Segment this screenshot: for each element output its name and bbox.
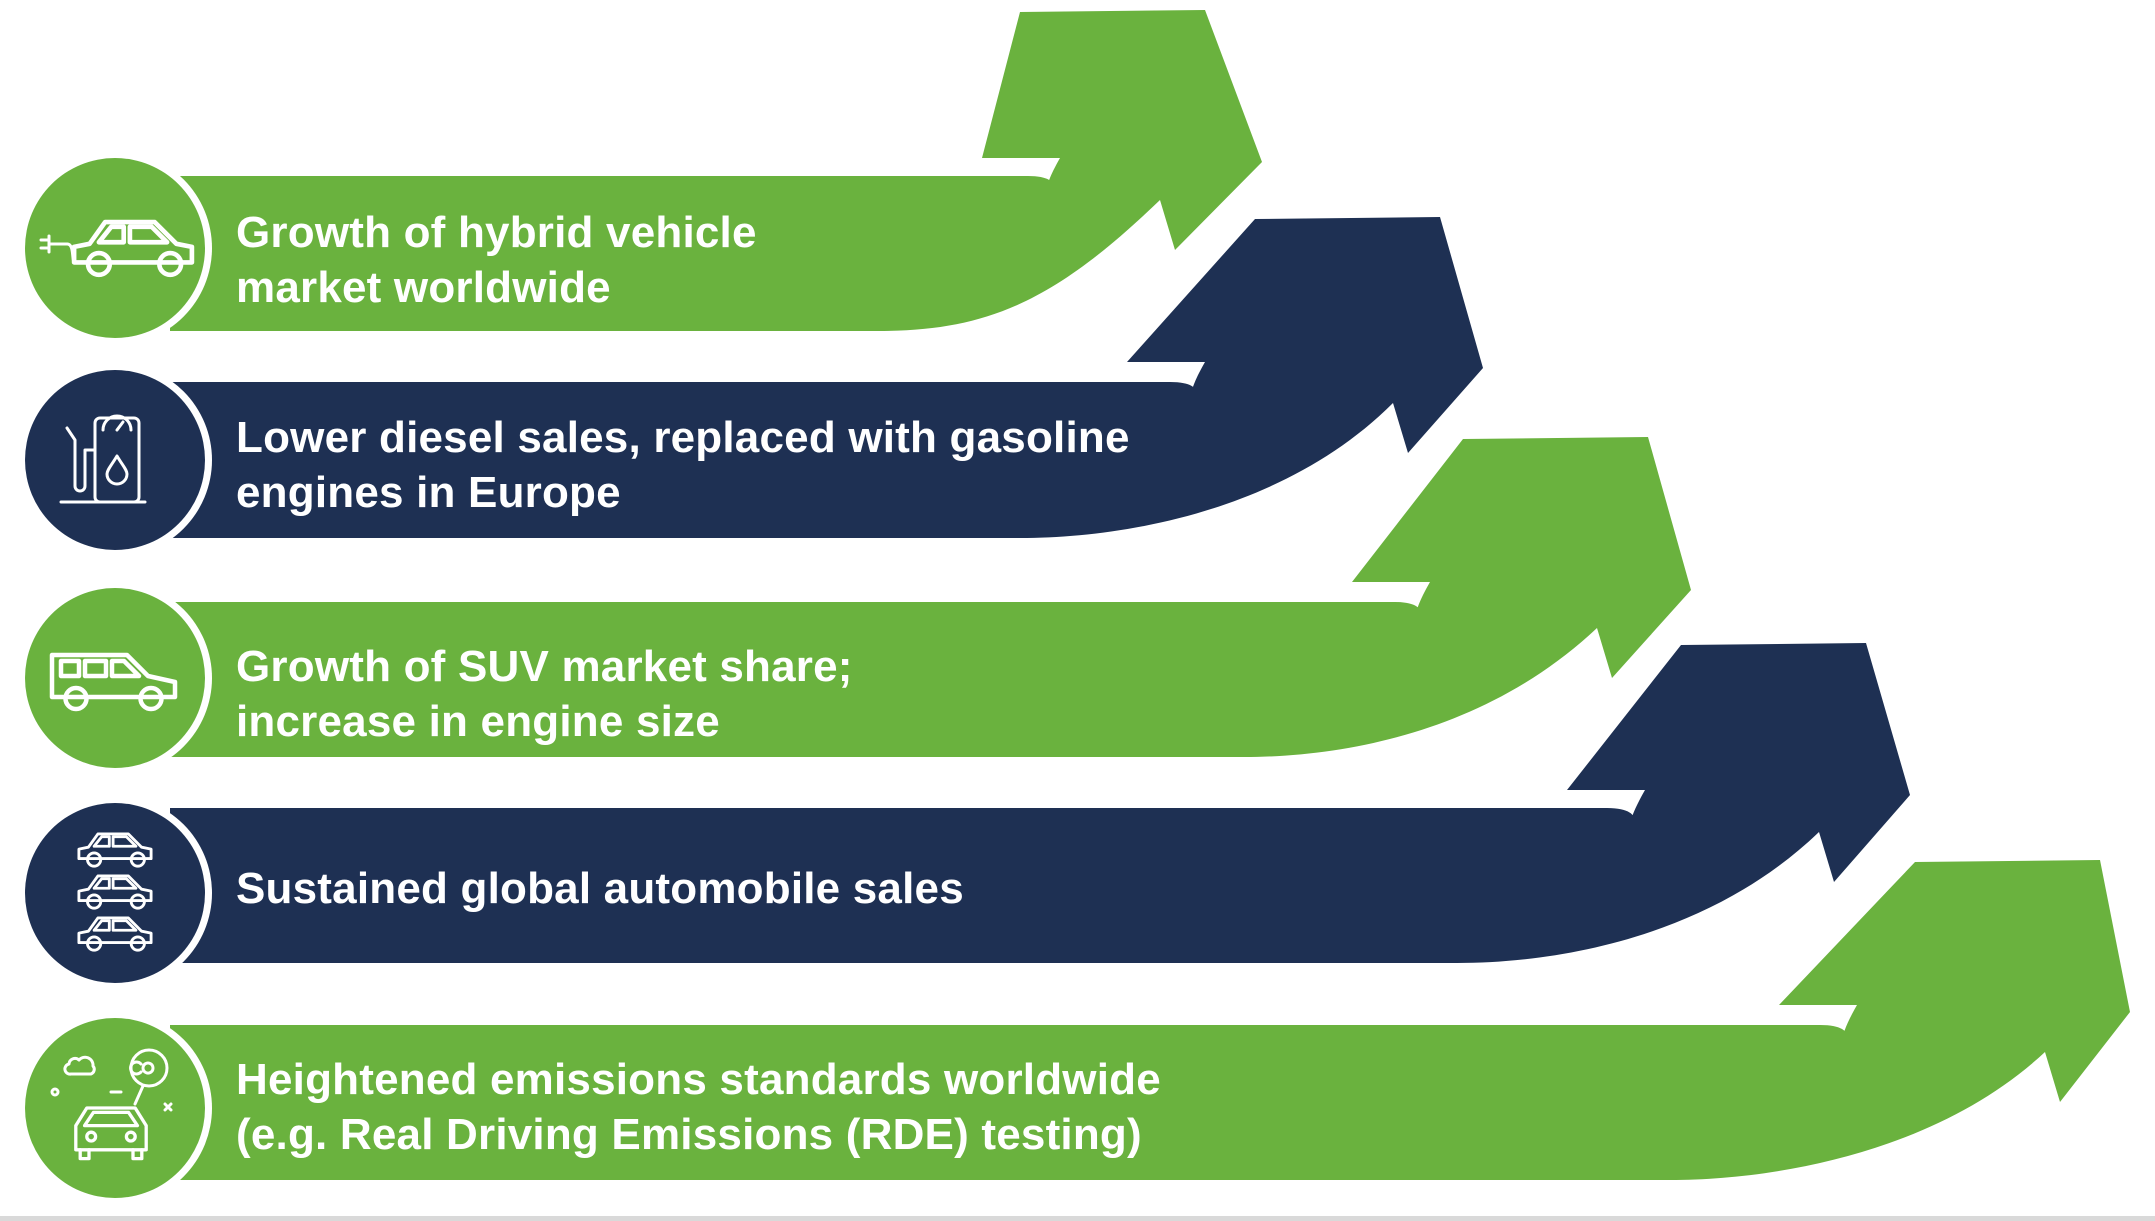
row-label-suv: Growth of SUV market share; increase in … xyxy=(236,639,853,749)
arrow-diesel xyxy=(170,217,1483,538)
suv-icon xyxy=(49,652,178,712)
arrow-emissions xyxy=(170,860,2130,1180)
arrow-sales xyxy=(170,643,1910,963)
bottom-divider xyxy=(0,1216,2155,1221)
fuel-pump-icon xyxy=(59,414,147,504)
row-label-line: Growth of hybrid vehicle xyxy=(236,208,757,257)
arrow-hybrid xyxy=(170,10,1262,331)
row-label-hybrid: Growth of hybrid vehicle market worldwid… xyxy=(236,205,757,315)
badge-hybrid xyxy=(25,158,205,338)
plug-in-hybrid-car-icon xyxy=(39,219,195,278)
row-label-line: Lower diesel sales, replaced with gasoli… xyxy=(236,413,1130,462)
arrow-row-sales xyxy=(18,643,1910,990)
row-label-diesel: Lower diesel sales, replaced with gasoli… xyxy=(236,410,1130,520)
arrow-row-suv xyxy=(18,437,1691,775)
row-label-line: increase in engine size xyxy=(236,697,720,746)
row-label-line: Heightened emissions standards worldwide xyxy=(236,1055,1161,1104)
row-label-line: Growth of SUV market share; xyxy=(236,642,853,691)
arrow-row-hybrid xyxy=(18,10,1262,345)
row-label-line: Sustained global automobile sales xyxy=(236,864,964,913)
three-cars-icon xyxy=(77,832,153,952)
row-label-sales: Sustained global automobile sales xyxy=(236,861,964,916)
row-label-emissions: Heightened emissions standards worldwide… xyxy=(236,1052,1161,1162)
emissions-car-co2-icon xyxy=(50,1048,173,1161)
row-label-line: engines in Europe xyxy=(236,468,621,517)
row-label-line: market worldwide xyxy=(236,263,611,312)
row-label-line: (e.g. Real Driving Emissions (RDE) testi… xyxy=(236,1110,1142,1159)
badge-sales xyxy=(25,803,205,983)
arrow-suv xyxy=(170,437,1691,757)
arrow-row-emissions xyxy=(18,860,2130,1205)
arrow-row-diesel xyxy=(18,217,1483,557)
